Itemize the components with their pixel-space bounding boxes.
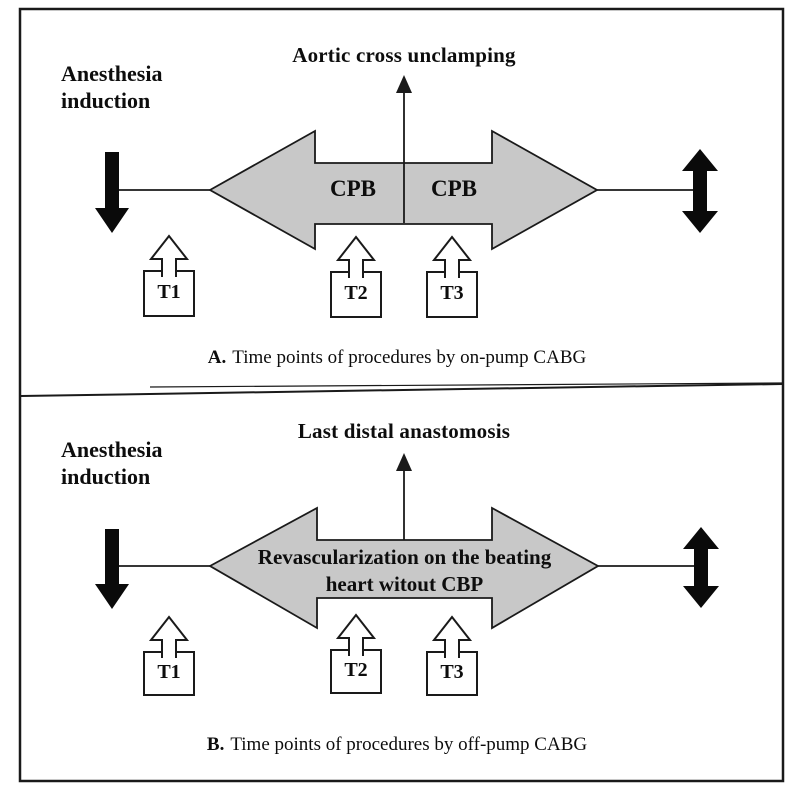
revascularization-line1: Revascularization on the beating <box>257 545 552 569</box>
start-label-line2: induction <box>61 87 151 113</box>
t1-marker-a <box>143 234 195 317</box>
t3-marker-a <box>426 235 478 318</box>
caption-prefix: B. <box>206 734 225 755</box>
start-label-line2: induction <box>61 463 151 489</box>
t2-marker-b <box>330 613 382 694</box>
caption-text: Time points of procedures by on-pump CAB… <box>232 347 587 368</box>
panel-b-caption: B.Time points of procedures by off-pump … <box>97 734 697 756</box>
panel-divider-line-2 <box>149 382 783 388</box>
t2-marker-a <box>330 235 382 318</box>
panel-b-start-label: Anesthesia induction <box>61 437 221 491</box>
t3-label-a: T3 <box>440 282 464 304</box>
panel-b-diagram <box>95 453 719 696</box>
panel-divider-line <box>20 383 783 397</box>
panel-a-caption: A.Time points of procedures by on-pump C… <box>97 347 697 369</box>
panel-a-start-label: Anesthesia induction <box>61 61 221 115</box>
t1-marker-b <box>143 615 195 696</box>
up-arrowhead-icon <box>396 453 412 471</box>
double-vertical-arrow-icon <box>683 527 719 608</box>
up-block-arrow-icon <box>148 615 190 658</box>
caption-text: Time points of procedures by off-pump CA… <box>230 734 588 755</box>
down-arrow-icon <box>95 529 129 609</box>
start-label-line1: Anesthesia <box>61 61 163 86</box>
up-block-arrow-icon <box>335 613 377 656</box>
up-block-arrow-icon <box>431 235 473 278</box>
cpb-left-label: CPB <box>330 176 376 201</box>
start-label-line1: Anesthesia <box>61 437 163 462</box>
figure-border <box>18 7 785 783</box>
caption-prefix: A. <box>207 347 227 368</box>
up-block-arrow-icon <box>431 615 473 658</box>
panel-a-event-label: Aortic cross unclamping <box>292 43 516 67</box>
t2-label-a: T2 <box>344 282 368 304</box>
panel-b-event-label: Last distal anastomosis <box>297 419 511 443</box>
cpb-right-label: CPB <box>431 176 477 201</box>
up-arrowhead-icon <box>396 75 412 93</box>
revascularization-line2: heart witout CBP <box>325 571 484 596</box>
t2-label-b: T2 <box>344 659 368 681</box>
t3-marker-b <box>426 615 478 696</box>
revascularization-label: Revascularization on the beating heart w… <box>253 544 556 598</box>
t1-label-b: T1 <box>157 661 181 683</box>
up-block-arrow-icon <box>148 234 190 277</box>
t1-label-a: T1 <box>157 281 181 303</box>
t3-label-b: T3 <box>440 661 464 683</box>
down-arrow-icon <box>95 152 129 233</box>
double-vertical-arrow-icon <box>682 149 718 233</box>
panel-a-diagram <box>95 75 718 318</box>
up-block-arrow-icon <box>335 235 377 278</box>
